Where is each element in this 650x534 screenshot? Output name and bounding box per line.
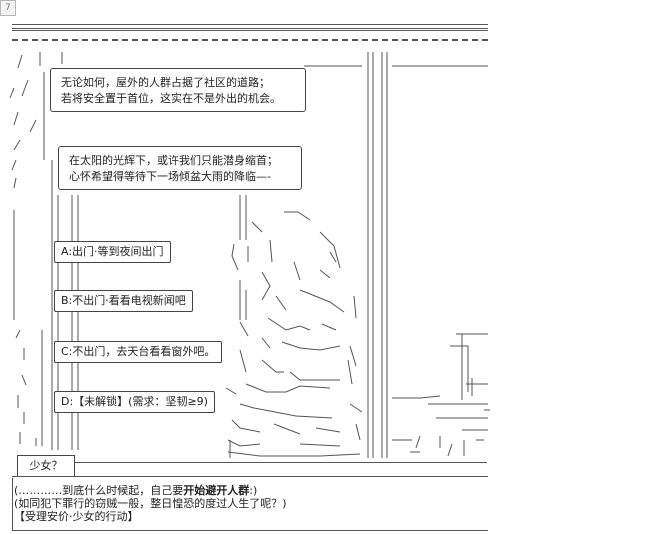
top-double-rule (12, 24, 488, 29)
speech-bubble-1-line-1: 无论如何，屋外的人群占据了社区的道路； (61, 76, 270, 89)
choice-c-button[interactable]: C:不出门，去天台看看窗外吧。 (54, 341, 223, 363)
speech-bubble-2-line-2: 心怀希望得等待下一场倾盆大雨的降临—- (69, 170, 271, 183)
choice-b-button[interactable]: B:不出门·看看电视新闻吧 (54, 290, 193, 312)
narration-line-2: (如同犯下罪行的窃贼一般，整日惶恐的度过人生了呢？) (14, 497, 287, 510)
speech-bubble-1-line-2: 若将安全置于首位，这实在不是外出的机会。 (61, 92, 281, 105)
choice-d-button[interactable]: D:【未解锁】(需求：坚韧≥9) (54, 391, 215, 413)
page-number-badge: 7 (0, 0, 16, 16)
narration-line-1: (…………到底什么时候起，自己要开始避开人群:) (14, 484, 258, 497)
narration-line-3: 【受理安价·少女的行动】 (14, 510, 139, 523)
girl-figure-lines (225, 195, 363, 458)
choice-a-button[interactable]: A:出门·等到夜间出门 (54, 241, 171, 263)
right-railing (392, 333, 490, 457)
speech-bubble-1: 无论如何，屋外的人群占据了社区的道路； 若将安全置于首位，这实在不是外出的机会。 (50, 68, 306, 112)
vertical-posts (304, 52, 488, 458)
bottom-rule (12, 530, 488, 531)
speech-bubble-2-line-1: 在太阳的光辉下，或许我们只能潜身缩首； (69, 154, 278, 167)
speaker-rule-top (75, 462, 487, 463)
speech-bubble-2: 在太阳的光辉下，或许我们只能潜身缩首； 心怀希望得等待下一场倾盆大雨的降临—- (58, 146, 302, 190)
top-rule (12, 30, 488, 31)
top-dashed-rule (12, 39, 488, 41)
speaker-rule-bottom (12, 476, 488, 477)
narration-block: (…………到底什么时候起，自己要开始避开人群:) (如同犯下罪行的窃贼一般，整日… (14, 484, 490, 523)
narration-left-rule (12, 478, 13, 530)
speaker-name-tag: 少女？ (17, 455, 75, 477)
narration-emphasis: 开始避开人群 (183, 484, 250, 497)
